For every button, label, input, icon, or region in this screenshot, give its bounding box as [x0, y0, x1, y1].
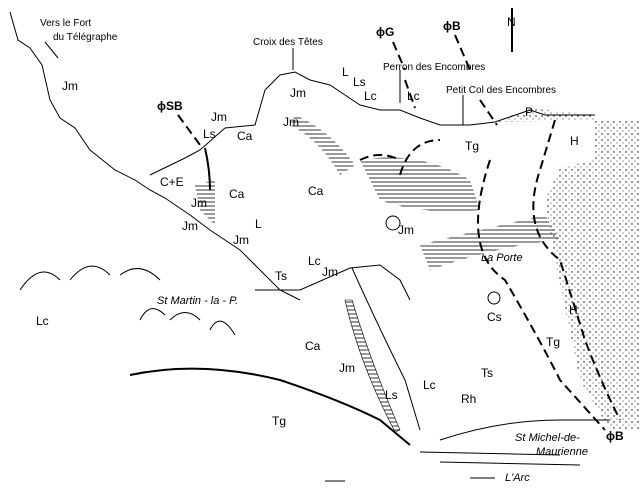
unit-label: L: [342, 65, 349, 79]
unit-label: Jm: [233, 233, 249, 247]
unit-label: Tg: [465, 139, 479, 153]
unit-label: Lc: [423, 378, 436, 392]
unit-label: Jm: [398, 223, 414, 237]
label-st-michel-2: Maurienne: [536, 446, 588, 458]
spur-line: [351, 267, 421, 431]
label-fort-2: du Télégraphe: [53, 32, 118, 43]
left-ridge: [9, 11, 301, 301]
label-fort-1: Vers le Fort: [40, 18, 91, 29]
river-bank: [419, 451, 581, 466]
label-st-martin: St Martin - la - P.: [157, 295, 238, 307]
unit-label: Cs: [487, 310, 502, 324]
forest-line: [129, 367, 411, 446]
valley-line: [255, 264, 411, 301]
unit-label: Ca: [308, 184, 324, 198]
unit-label: Jm: [290, 86, 306, 100]
unit-label: Jm: [182, 219, 198, 233]
unit-label: Ca: [229, 187, 245, 201]
unit-label: L: [255, 217, 262, 231]
fault-b-east: [532, 119, 621, 421]
fault-b: [454, 34, 606, 431]
unit-label: Ts: [275, 269, 287, 283]
hill-outlines: [19, 265, 236, 336]
unit-label: Jm: [62, 79, 78, 93]
fault-g: [392, 41, 416, 109]
hatched-band: [360, 157, 480, 212]
label-petit-col: Petit Col des Encombres: [446, 85, 556, 96]
klippe-marker-icon: [385, 215, 401, 231]
fault-label-b-bottom: ϕB: [606, 429, 624, 443]
hatched-band: [195, 180, 215, 225]
unit-label: Ca: [237, 129, 253, 143]
fault-label-g: ϕG: [376, 25, 394, 39]
fault-sb: [177, 114, 201, 146]
unit-label: P: [525, 105, 533, 119]
unit-label: Ls: [353, 75, 366, 89]
unit-label: Ls: [203, 127, 216, 141]
h-stipple-region: [495, 108, 640, 430]
locality-marker-icon: [487, 291, 501, 305]
klippe-outline: [359, 139, 441, 176]
unit-label: Lc: [36, 314, 49, 328]
unit-label: Jm: [283, 115, 299, 129]
unit-label: Ls: [385, 388, 398, 402]
label-perron: Perron des Encombres: [383, 62, 485, 73]
hatched-band: [290, 115, 355, 175]
fault-sb-line: [204, 147, 211, 191]
fault-label-sb: ϕSB: [157, 99, 183, 113]
unit-label: H: [569, 303, 578, 317]
ls-hatched-strip: [344, 299, 401, 433]
unit-label: H: [570, 134, 579, 148]
unit-label: C+E: [160, 175, 184, 189]
central-ridge: [149, 71, 595, 176]
hatched-band: [420, 215, 560, 270]
unit-label: Ts: [481, 366, 493, 380]
unit-label: Lc: [407, 89, 420, 103]
unit-label: Lc: [308, 254, 321, 268]
fault-label-b-top: ϕB: [443, 19, 461, 33]
label-la-porte: La Porte: [481, 252, 523, 264]
unit-label: Tg: [546, 335, 560, 349]
direction-arrow-icon: [44, 41, 59, 59]
unit-label: Jm: [322, 265, 338, 279]
unit-label: Rh: [461, 392, 476, 406]
unit-label: Jm: [339, 361, 355, 375]
unit-label: Ca: [305, 339, 321, 353]
label-north: N: [507, 15, 516, 29]
label-croix: Croix des Têtes: [253, 37, 323, 48]
unit-label: Jm: [191, 196, 207, 210]
unit-label: Tg: [272, 414, 286, 428]
lower-valley: [439, 419, 610, 441]
unit-label: Jm: [211, 110, 227, 124]
label-arc: L'Arc: [505, 472, 530, 484]
label-st-michel-1: St Michel-de-: [515, 432, 580, 444]
unit-label: Lc: [364, 89, 377, 103]
